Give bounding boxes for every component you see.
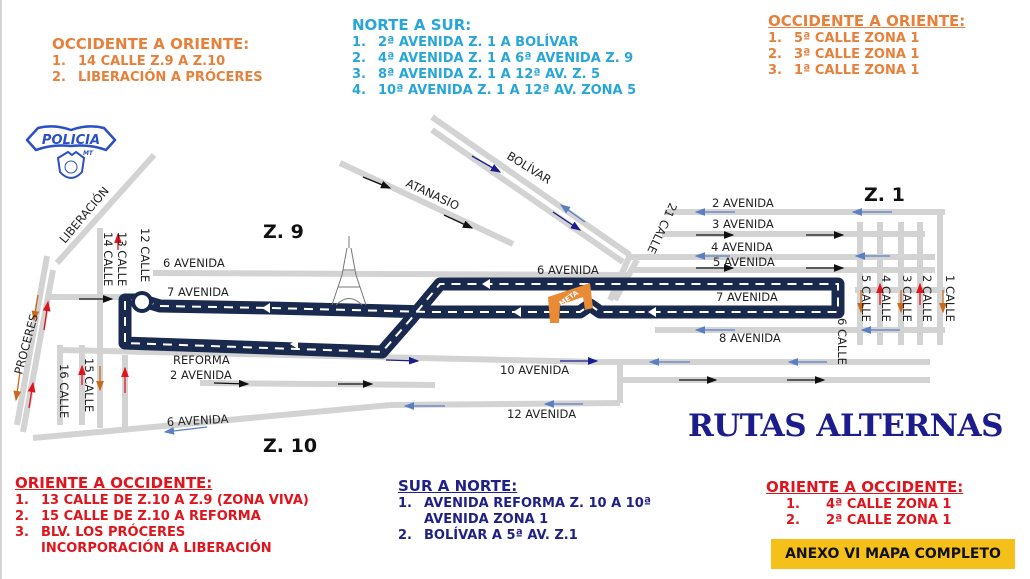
street-label: 2 AVENIDA [712,196,774,210]
street-label: 2 CALLE [920,275,934,322]
legend-top-right: OCCIDENTE A ORIENTE: 1.5ª CALLE ZONA 1 2… [768,12,965,79]
legend-bottom-right: ORIENTE A OCCIDENTE: 1.4ª CALLE ZONA 1 2… [766,478,963,529]
traffic-arrows [13,155,947,435]
street-label: 5 CALLE [859,275,873,322]
street-label: 6 AVENIDA [166,412,229,429]
legend-title: SUR A NORTE: [398,477,518,495]
street-label: 12 AVENIDA [507,407,576,421]
street-label: 16 CALLE [57,364,71,418]
street-label: 4 AVENIDA [711,240,773,254]
legend-item: 2.2ª CALLE ZONA 1 [786,513,952,528]
legend-item: 2.15 CALLE DE Z.10 A REFORMA [15,509,261,524]
logo-text: POLICIA [42,133,100,148]
eiffel-tower-icon [331,236,367,306]
legend-title: OCCIDENTE A ORIENTE: [768,12,966,30]
street-label: 7 AVENIDA [167,285,229,299]
legend-top-left: OCCIDENTE A ORIENTE: 1.14 CALLE Z.9 A Z.… [52,35,263,86]
race-route [118,277,845,359]
street-label: 3 AVENIDA [712,217,774,231]
street-label: 13 CALLE [115,232,129,286]
legend-bottom-center: SUR A NORTE: 1.AVENIDA REFORMA Z. 10 A 1… [398,477,658,544]
legend-item: 1.2ª AVENIDA Z. 1 A BOLÍVAR [352,35,579,50]
street-label: 21 CALLE [644,201,680,256]
street-label: 14 CALLE [101,232,115,286]
police-logo: POLICIA MT [25,125,117,179]
street-label: 1 CALLE [943,275,957,322]
street-label: 12 CALLE [138,228,152,282]
legend-title: ORIENTE A OCCIDENTE: [15,474,213,492]
zone-label-z9: Z. 9 [263,221,304,243]
annex-label: ANEXO VI MAPA COMPLETO [771,539,1015,569]
legend-bottom-left: ORIENTE A OCCIDENTE: 1.13 CALLE DE Z.10 … [15,474,345,557]
svg-text:MT: MT [83,150,94,157]
street-label: 8 AVENIDA [719,331,781,345]
street-label: 5 AVENIDA [713,255,775,269]
street-label: 15 CALLE [82,358,96,412]
street-label: 7 AVENIDA [716,290,778,304]
street-label: 6 AVENIDA [163,256,225,270]
street-label: 10 AVENIDA [500,363,569,377]
legend-item: 1.13 CALLE DE Z.10 A Z.9 (ZONA VIVA) [15,493,309,508]
legend-item: 4.10ª AVENIDA Z. 1 A 12ª AV. ZONA 5 [352,83,637,98]
street-label: 6 AVENIDA [537,263,599,277]
legend-top-center: NORTE A SUR: 1.2ª AVENIDA Z. 1 A BOLÍVAR… [352,16,636,99]
legend-title: NORTE A SUR: [352,16,472,34]
main-title: RUTAS ALTERNAS [688,408,1003,444]
zone-label-z10: Z. 10 [263,435,317,457]
street-label: BOLÍVAR [504,148,554,187]
legend-item: 2.3ª CALLE ZONA 1 [768,47,920,62]
street-label: 6 CALLE [835,318,849,365]
legend-title: ORIENTE A OCCIDENTE: [766,478,964,496]
legend-item: 3.1ª CALLE ZONA 1 [768,63,920,78]
street-label: REFORMA [173,353,230,367]
legend-item: 1.4ª CALLE ZONA 1 [786,497,952,512]
legend-item: 3.8ª AVENIDA Z. 1 A 12ª AV. Z. 5 [352,67,601,82]
street-label: 4 CALLE [879,275,893,322]
street-label: 3 CALLE [900,275,914,322]
legend-item: 1.14 CALLE Z.9 A Z.10 [52,54,226,69]
zone-label-z1: Z. 1 [864,184,905,206]
legend-item: 2.LIBERACIÓN A PRÓCERES [52,70,263,85]
legend-item: 1.AVENIDA REFORMA Z. 10 A 10ª AVENIDA ZO… [398,496,652,527]
legend-title: OCCIDENTE A ORIENTE: [52,35,250,53]
legend-item: 2.BOLÍVAR A 5ª AV. Z.1 [398,528,578,543]
legend-item: 1.5ª CALLE ZONA 1 [768,31,920,46]
shield-icon [56,150,86,179]
legend-item: 2.4ª AVENIDA Z. 1 A 6ª AVENIDA Z. 9 [352,51,634,66]
street-label: 2 AVENIDA [170,368,232,382]
legend-item: 3.BLV. LOS PRÓCERES INCORPORACIÓN A LIBE… [15,525,272,556]
